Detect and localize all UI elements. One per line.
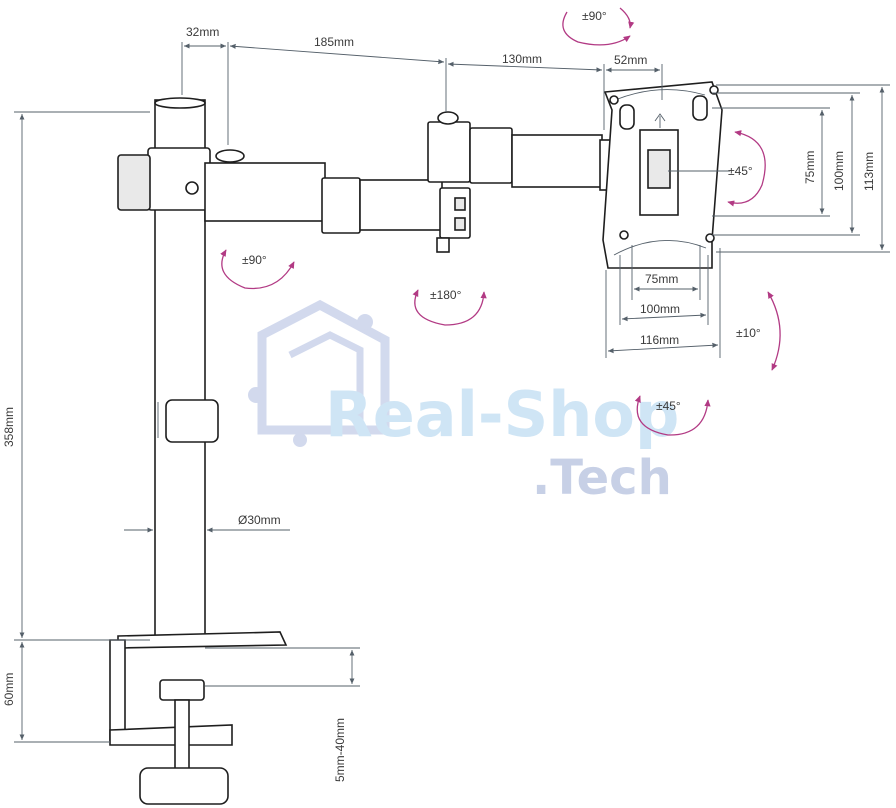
watermark-house-icon	[248, 299, 390, 447]
dimension-labels: 32mm 185mm 130mm 52mm 358mm 60mm Ø30mm 5…	[2, 25, 876, 782]
dim-130: 130mm	[502, 52, 542, 66]
arm-2-beam	[511, 134, 603, 188]
vesa-hole-icon	[619, 230, 629, 240]
collar-knob-icon	[185, 181, 199, 195]
vesa-hole-icon	[709, 85, 719, 95]
up-arrow-icon	[654, 113, 666, 128]
arm-1-joint-pin	[436, 237, 450, 253]
rotation-plate: ±45°	[727, 130, 766, 207]
dim-vesa-v113: 113mm	[862, 152, 876, 191]
vesa-plate	[602, 81, 723, 269]
arm-1-joint-cap	[215, 149, 245, 163]
vesa-plate-hub	[647, 149, 671, 189]
dim-52: 52mm	[614, 53, 647, 67]
arm-2-base-block	[427, 121, 471, 183]
rotation-bottom-label: ±45°	[656, 399, 681, 413]
clamp-bottom-plate	[109, 724, 233, 746]
arm-2	[427, 111, 615, 191]
desk-clamp	[109, 631, 288, 805]
dim-vesa-h75: 75mm	[645, 272, 678, 286]
vesa-plate-bottom-curve	[613, 240, 707, 256]
arm-1-joint-slot-2	[454, 217, 466, 231]
collar-side-block	[117, 154, 151, 211]
arm-2-sleeve	[469, 127, 513, 184]
clamp-pad	[159, 679, 205, 701]
rotation-arm2-label: ±180°	[430, 288, 462, 302]
rotation-top: ±90°	[562, 7, 635, 46]
clamp-back	[109, 639, 126, 741]
pole	[117, 97, 219, 646]
dim-pole-diameter: Ø30mm	[238, 513, 281, 527]
rotation-arm1-label: ±90°	[242, 253, 267, 267]
arm-1-joint-slot	[454, 197, 466, 211]
dim-185: 185mm	[314, 35, 354, 49]
clamp-screw	[174, 699, 190, 771]
arm-1-beam	[204, 162, 326, 222]
dim-32: 32mm	[186, 25, 219, 39]
arm-1	[204, 149, 471, 253]
dim-vesa-h100: 100mm	[640, 302, 680, 316]
vesa-plate-top-curve	[614, 89, 706, 101]
dim-358: 358mm	[2, 407, 16, 447]
arm-1-extension	[359, 179, 443, 231]
dim-60: 60mm	[2, 673, 16, 706]
rotation-tilt: ±10°	[736, 291, 781, 371]
dimension-lines	[14, 42, 890, 743]
pole-top-cap	[154, 97, 206, 109]
clamp-knob-icon	[139, 767, 229, 805]
vesa-slot	[619, 104, 635, 130]
dim-vesa-w116: 116mm	[640, 333, 679, 347]
height-collar	[147, 147, 211, 211]
vesa-slot	[692, 95, 708, 121]
rotation-arm2: ±180°	[412, 288, 487, 326]
vesa-hole-icon	[705, 233, 715, 243]
watermark-line2: .Tech	[532, 450, 672, 506]
dim-vesa-v75: 75mm	[803, 151, 817, 184]
dim-clamp-range: 5mm-40mm	[333, 718, 347, 782]
dim-vesa-v100: 100mm	[832, 151, 846, 191]
arm-2-top-cap	[437, 111, 459, 125]
rotation-arm1: ±90°	[220, 249, 295, 290]
rotation-tilt-label: ±10°	[736, 326, 761, 340]
arm-1-end-block	[321, 177, 361, 234]
rotation-bottom: ±45°	[634, 395, 711, 436]
watermark-line1: Real-Shop	[325, 378, 679, 451]
rotation-top-label: ±90°	[582, 9, 607, 23]
rotation-indicators: ±90° ±90° ±180° ±45° ±10° ±45°	[220, 7, 781, 436]
cable-clip	[165, 399, 219, 443]
watermark: Real-Shop .Tech	[248, 299, 679, 506]
vesa-hole-icon	[609, 95, 619, 105]
rotation-plate-label: ±45°	[728, 164, 753, 178]
